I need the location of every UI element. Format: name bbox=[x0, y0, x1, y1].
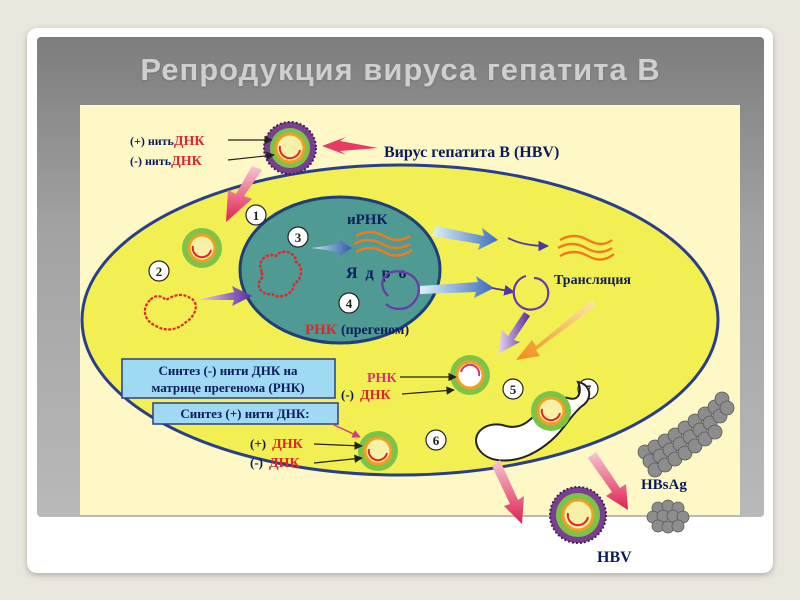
svg-text:2: 2 bbox=[156, 264, 163, 279]
svg-text:4: 4 bbox=[346, 296, 353, 311]
mrna-strands-nucleus bbox=[353, 230, 413, 257]
arrow-pregenome-to-cytoplasm bbox=[491, 284, 516, 296]
pregenome-suffix: (прегеном) bbox=[341, 323, 409, 338]
arrow-mrna-export bbox=[432, 226, 498, 250]
arrow-entry bbox=[226, 166, 262, 222]
hbsag-label: HBsAg bbox=[641, 477, 687, 493]
slide-title: Репродукция вируса гепатита В bbox=[140, 52, 661, 87]
step-marker-3: 3 bbox=[287, 226, 309, 248]
translation-label: Трансляция bbox=[554, 273, 631, 288]
minus-dna-label-lower: (-)ДНК bbox=[250, 455, 301, 471]
arrow-minus-dna-lower bbox=[313, 454, 363, 464]
synthesis-minus-line1: Синтез (-) нити ДНК на bbox=[158, 363, 298, 378]
arrow-translation-to-capsid bbox=[516, 300, 596, 360]
cccdna-nucleus bbox=[257, 250, 303, 298]
mrna-strands-cytoplasm bbox=[557, 234, 615, 261]
pregenome-rna-cytoplasm bbox=[512, 274, 550, 311]
mrna-label: иРНК bbox=[347, 212, 387, 228]
arrow-synthesis-plus bbox=[331, 423, 361, 438]
arrow-virus-pointer bbox=[322, 137, 378, 155]
capsid-with-rna bbox=[450, 355, 490, 395]
step-marker-1: 1 bbox=[245, 204, 267, 226]
arrow-pregenome-to-capsid bbox=[498, 312, 530, 354]
arrow-mrna-to-cytoplasm bbox=[507, 237, 550, 252]
step-marker-6: 6 bbox=[425, 429, 447, 451]
mature-capsid-lower bbox=[358, 431, 398, 471]
synthesis-plus-box bbox=[152, 402, 339, 425]
svg-text:3: 3 bbox=[295, 230, 302, 245]
arrow-transcription bbox=[312, 238, 352, 258]
viral-dna-cytoplasm bbox=[143, 293, 197, 331]
pregenome-rna-nucleus bbox=[381, 270, 420, 311]
uncoated-virion-step1 bbox=[182, 228, 222, 268]
arrow-plus-dna-lower bbox=[313, 441, 363, 450]
synthesis-minus-line2: матрице прегенома (РНК) bbox=[151, 380, 304, 395]
arrow-dna-to-nucleus bbox=[196, 286, 252, 306]
capsid-enveloped-right bbox=[531, 391, 571, 431]
arrow-capsid-minus-dna bbox=[401, 386, 455, 395]
nucleus-label: Я д р о bbox=[346, 265, 409, 282]
arrow-hbsag-release bbox=[588, 452, 628, 510]
plus-strand-label-top: (+) нитьДНК bbox=[130, 134, 205, 149]
virus-label: Вирус гепатита В (HBV) bbox=[384, 144, 559, 161]
hbsag-sphere bbox=[646, 499, 690, 534]
step-marker-5: 5 bbox=[502, 378, 524, 400]
capsid-minus-dna-label: (-)ДНК bbox=[341, 387, 392, 403]
arrow-pregenome-export bbox=[420, 276, 494, 298]
arrow-hbv-release bbox=[492, 460, 524, 524]
svg-text:1: 1 bbox=[253, 208, 260, 223]
svg-text:5: 5 bbox=[510, 382, 517, 397]
step-marker-2: 2 bbox=[148, 260, 170, 282]
synthesis-minus-box bbox=[121, 358, 336, 399]
nucleus bbox=[238, 195, 442, 345]
hbv-label: HBV bbox=[597, 549, 632, 566]
arrow-minus-strand-top bbox=[227, 151, 275, 161]
synthesis-plus-label: Синтез (+) нити ДНК: bbox=[180, 406, 309, 421]
pregenome-label: РНК bbox=[305, 322, 337, 338]
plus-dna-label-lower: (+)ДНК bbox=[250, 436, 304, 452]
step-marker-4: 4 bbox=[338, 292, 360, 314]
hbsag-filaments bbox=[637, 391, 735, 478]
virus-particle-top bbox=[263, 121, 317, 175]
capsid-rna-label: РНК bbox=[367, 371, 397, 386]
minus-strand-label-top: (-) нитьДНК bbox=[130, 154, 203, 169]
released-hbv-virion bbox=[549, 486, 607, 544]
svg-text:6: 6 bbox=[433, 433, 440, 448]
